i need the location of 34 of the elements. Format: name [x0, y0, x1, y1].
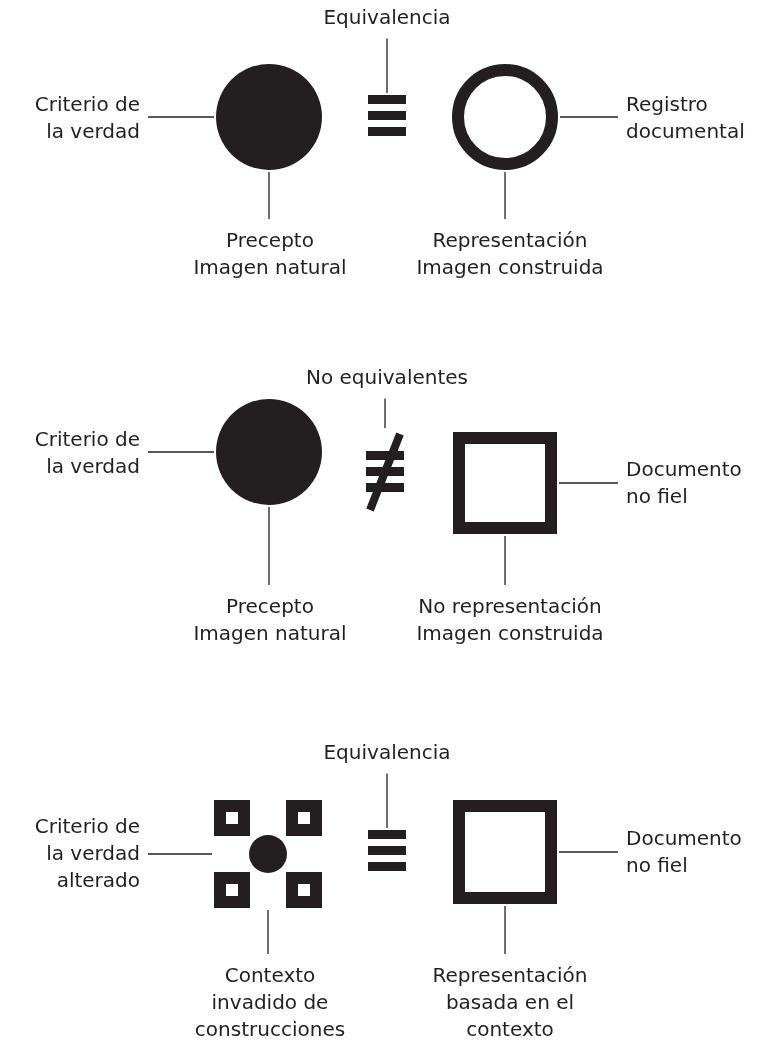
node-label: Criterio de la verdad	[33, 91, 140, 145]
leader-line	[384, 397, 386, 429]
node-label: Criterio de la verdad alterado	[33, 812, 140, 894]
node-label: Imagen construida	[416, 620, 604, 647]
node-label: Imagen natural	[193, 254, 347, 281]
leader-line	[504, 905, 506, 955]
node-label: Representación basada en el contexto	[431, 962, 589, 1043]
leader-line	[147, 853, 213, 855]
node-label: Precepto	[226, 227, 314, 254]
leader-line	[386, 37, 388, 94]
node-label: Contexto invadido de construcciones	[193, 962, 347, 1043]
leader-line	[559, 116, 619, 118]
node-label: No equivalentes	[306, 363, 468, 391]
node-label: Documento no fiel	[626, 825, 743, 879]
leader-line	[504, 535, 506, 586]
node-label: Registro documental	[626, 91, 746, 145]
node-label: Equivalencia	[323, 3, 451, 31]
leader-line	[386, 772, 388, 829]
node-label: Representación	[432, 227, 588, 254]
node-label: Precepto	[226, 593, 314, 620]
node-label: Imagen natural	[193, 620, 347, 647]
node-label: Equivalencia	[323, 738, 451, 766]
node-label: Criterio de la verdad	[33, 426, 140, 480]
leader-line	[267, 909, 269, 955]
leader-line	[504, 171, 506, 220]
leader-line	[147, 116, 215, 118]
leader-line	[558, 482, 619, 484]
node-label: Documento no fiel	[626, 456, 743, 510]
node-label: Imagen construida	[416, 254, 604, 281]
leader-line	[268, 171, 270, 220]
leader-line	[268, 506, 270, 586]
leader-line	[147, 451, 215, 453]
node-label: No representación	[418, 593, 602, 620]
leader-line	[558, 851, 619, 853]
